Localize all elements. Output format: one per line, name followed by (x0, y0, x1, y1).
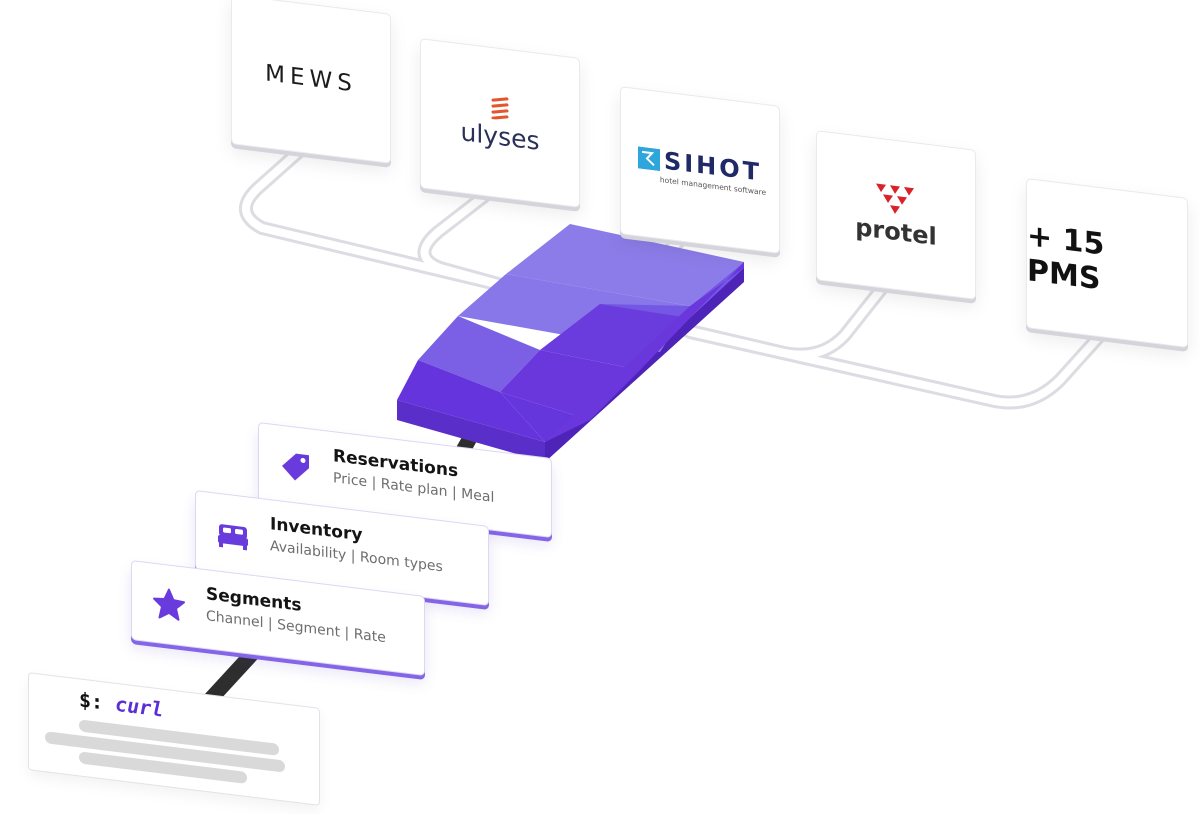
category-card-reservations: Reservations Price | Rate plan | Meal (258, 421, 552, 539)
pms-card-more: + 15 PMS (1026, 178, 1188, 348)
sihot-logo-icon (637, 146, 660, 172)
ulyses-logo: ulyses (460, 116, 540, 156)
pms-track-lines (239, 133, 1112, 410)
pms-card-ulyses: ulyses (420, 38, 580, 208)
protel-logo: protel (855, 212, 937, 252)
pms-card-mews: MEWS (231, 0, 391, 164)
mews-logo: MEWS (265, 60, 357, 98)
star-icon (153, 588, 185, 621)
protel-logo-icon (876, 183, 914, 214)
ulyses-logo-icon (491, 96, 509, 120)
more-pms-label: + 15 PMS (1027, 218, 1105, 298)
category-card-segments: Segments Channel | Segment | Rate (131, 559, 425, 677)
category-card-inventory: Inventory Availability | Room types (195, 489, 489, 607)
tag-icon (282, 453, 309, 481)
curl-command: $: curl (79, 687, 163, 721)
pms-card-protel: protel (816, 130, 976, 300)
curl-command-text: curl (115, 691, 164, 722)
pms-card-sihot: SIHOT hotel management software (620, 86, 780, 254)
bed-icon (218, 524, 248, 551)
hub-block (397, 224, 744, 462)
curl-prompt: $: (79, 687, 104, 715)
